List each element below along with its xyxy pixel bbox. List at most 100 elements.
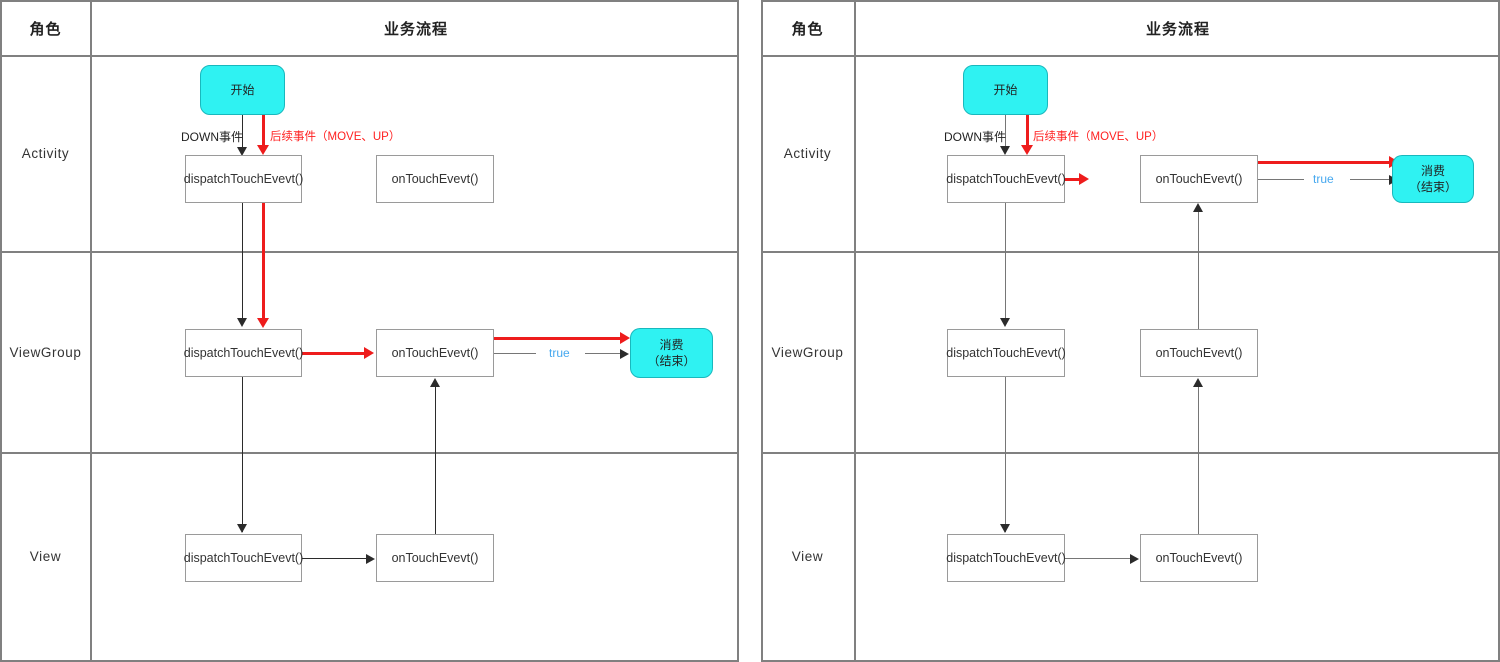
- grid-line-right-edge: [737, 0, 739, 662]
- node-consume-right-line2: （结束）: [1408, 180, 1457, 194]
- node-activity-dispatch-left[interactable]: dispatchTouchEvevt(): [183, 155, 304, 203]
- node-viewgroup-dispatch-right-label: dispatchTouchEvevt(): [946, 345, 1066, 360]
- grid-line-bottom: [0, 660, 739, 662]
- grid-line-top: [0, 0, 739, 2]
- arrowhead-view-ontouch-right: [1130, 554, 1139, 564]
- edge-label-down-event-right: DOWN事件: [944, 130, 1006, 144]
- node-view-dispatch-left-label: dispatchTouchEvevt(): [183, 550, 304, 565]
- node-viewgroup-dispatch-left[interactable]: dispatchTouchEvevt(): [183, 329, 304, 377]
- grid-line-bottom: [761, 660, 1500, 662]
- arrowhead-view-dispatch-down: [237, 524, 247, 533]
- node-view-dispatch-right-label: dispatchTouchEvevt(): [946, 550, 1066, 565]
- role-label-activity-left: Activity: [21, 146, 70, 161]
- node-consume-left[interactable]: 消费 （结束）: [630, 328, 713, 378]
- edge-label-follow-event-right: 后续事件（MOVE、UP）: [1033, 131, 1164, 143]
- node-consume-right[interactable]: 消费 （结束）: [1392, 155, 1474, 203]
- arrowhead-viewgroup-dispatch-down: [237, 318, 247, 327]
- node-viewgroup-dispatch-left-label: dispatchTouchEvevt(): [183, 345, 304, 360]
- panel-left: 角色 业务流程 Activity ViewGroup View: [0, 0, 739, 662]
- connector-viewgroup-to-view-dispatch: [242, 377, 243, 532]
- grid-line-header: [761, 55, 1500, 57]
- connector-viewgroup-ontouch-to-activity-ontouch: [1198, 207, 1199, 329]
- edge-label-down-event-left: DOWN事件: [181, 130, 243, 144]
- connector-true-right-segment: [585, 353, 623, 354]
- connector-activity-to-viewgroup-dispatch: [1005, 203, 1006, 325]
- node-view-ontouch-left[interactable]: onTouchEvevt(): [376, 534, 494, 582]
- node-viewgroup-ontouch-left-label: onTouchEvevt(): [391, 345, 479, 360]
- arrowhead-consume-red: [620, 332, 630, 344]
- node-view-ontouch-left-label: onTouchEvevt(): [391, 550, 479, 565]
- node-start-right[interactable]: 开始: [963, 65, 1048, 115]
- grid-line-left-edge: [761, 0, 763, 662]
- arrowhead-view-dispatch-down: [1000, 524, 1010, 533]
- node-activity-dispatch-right[interactable]: dispatchTouchEvevt(): [946, 155, 1066, 203]
- node-consume-left-line1: 消费: [659, 337, 684, 352]
- arrowhead-follow-event-red-viewgroup: [257, 318, 269, 328]
- connector-view-dispatch-to-ontouch: [1065, 558, 1131, 559]
- connector-follow-event-red-top: [1026, 115, 1029, 151]
- edge-label-true-left: true: [549, 346, 570, 360]
- arrowhead-activity-dispatch-down: [237, 147, 247, 156]
- node-viewgroup-ontouch-right-label: onTouchEvevt(): [1155, 345, 1243, 360]
- node-activity-dispatch-left-label: dispatchTouchEvevt(): [183, 171, 304, 186]
- role-label-viewgroup-left: ViewGroup: [9, 344, 82, 360]
- grid-line-col-divider: [90, 0, 92, 662]
- connector-view-ontouch-to-viewgroup-ontouch: [435, 382, 436, 534]
- node-consume-left-line2: （结束）: [647, 354, 696, 368]
- panel-right: 角色 业务流程 Activity ViewGroup View: [761, 0, 1500, 662]
- grid-line-left-edge: [0, 0, 2, 662]
- connector-activity-ontouch-to-consume-red: [1140, 161, 1392, 164]
- arrowhead-consume-true: [620, 349, 629, 359]
- node-view-dispatch-left[interactable]: dispatchTouchEvevt(): [183, 534, 304, 582]
- grid-line-activity: [761, 251, 1500, 253]
- arrowhead-viewgroup-ontouch-up: [1193, 378, 1203, 387]
- arrowhead-follow-event-red-top: [1021, 145, 1033, 155]
- arrowhead-view-ontouch-right: [366, 554, 375, 564]
- header-flow-right: 业务流程: [1145, 20, 1210, 38]
- connector-viewgroup-dispatch-to-ontouch-red: [301, 352, 367, 355]
- edge-label-follow-event-left: 后续事件（MOVE、UP）: [270, 131, 401, 143]
- node-view-ontouch-right[interactable]: onTouchEvevt(): [1140, 534, 1258, 582]
- connector-activity-to-viewgroup-dispatch: [242, 203, 243, 325]
- grid-line-header: [0, 55, 739, 57]
- node-viewgroup-ontouch-left[interactable]: onTouchEvevt(): [376, 329, 494, 377]
- node-view-dispatch-right[interactable]: dispatchTouchEvevt(): [946, 534, 1066, 582]
- node-activity-dispatch-right-label: dispatchTouchEvevt(): [946, 171, 1066, 186]
- connector-follow-event-red-to-viewgroup: [262, 203, 265, 323]
- node-viewgroup-ontouch-right[interactable]: onTouchEvevt(): [1140, 329, 1258, 377]
- connector-start-to-activity-dispatch: [1005, 115, 1006, 151]
- node-consume-right-line1: 消费: [1420, 163, 1445, 178]
- role-label-view-right: View: [791, 549, 824, 564]
- arrowhead-activity-ontouch-up: [1193, 203, 1203, 212]
- connector-follow-event-red-top: [262, 115, 265, 151]
- grid-line-viewgroup: [761, 452, 1500, 454]
- arrowhead-activity-dispatch-down: [1000, 146, 1010, 155]
- arrowhead-viewgroup-ontouch-up: [430, 378, 440, 387]
- role-label-viewgroup-right: ViewGroup: [771, 344, 844, 360]
- arrowhead-viewgroup-ontouch-red: [364, 347, 374, 359]
- grid-line-activity: [0, 251, 739, 253]
- header-role-right: 角色: [791, 20, 824, 38]
- node-activity-ontouch-right-label: onTouchEvevt(): [1155, 171, 1243, 186]
- table-grid-left: [0, 0, 739, 662]
- node-start-left[interactable]: 开始: [200, 65, 285, 115]
- connector-true-right-segment: [1350, 179, 1392, 180]
- grid-line-right-edge: [1498, 0, 1500, 662]
- connector-viewgroup-ontouch-to-consume-red: [494, 337, 623, 340]
- node-activity-ontouch-left[interactable]: onTouchEvevt(): [376, 155, 494, 203]
- node-start-left-label: 开始: [230, 82, 255, 97]
- edge-label-true-right: true: [1313, 172, 1334, 186]
- table-grid-right: [761, 0, 1500, 662]
- connector-true-left-segment: [494, 353, 536, 354]
- grid-line-col-divider: [854, 0, 856, 662]
- node-start-right-label: 开始: [993, 82, 1018, 97]
- node-activity-ontouch-left-label: onTouchEvevt(): [391, 171, 479, 186]
- node-viewgroup-dispatch-right[interactable]: dispatchTouchEvevt(): [946, 329, 1066, 377]
- node-activity-ontouch-right[interactable]: onTouchEvevt(): [1140, 155, 1258, 203]
- header-flow-left: 业务流程: [383, 20, 448, 38]
- role-label-activity-right: Activity: [783, 146, 832, 161]
- connector-viewgroup-to-view-dispatch: [1005, 377, 1006, 532]
- arrowhead-activity-ontouch-red: [1079, 173, 1089, 185]
- connector-view-ontouch-to-viewgroup-ontouch: [1198, 382, 1199, 534]
